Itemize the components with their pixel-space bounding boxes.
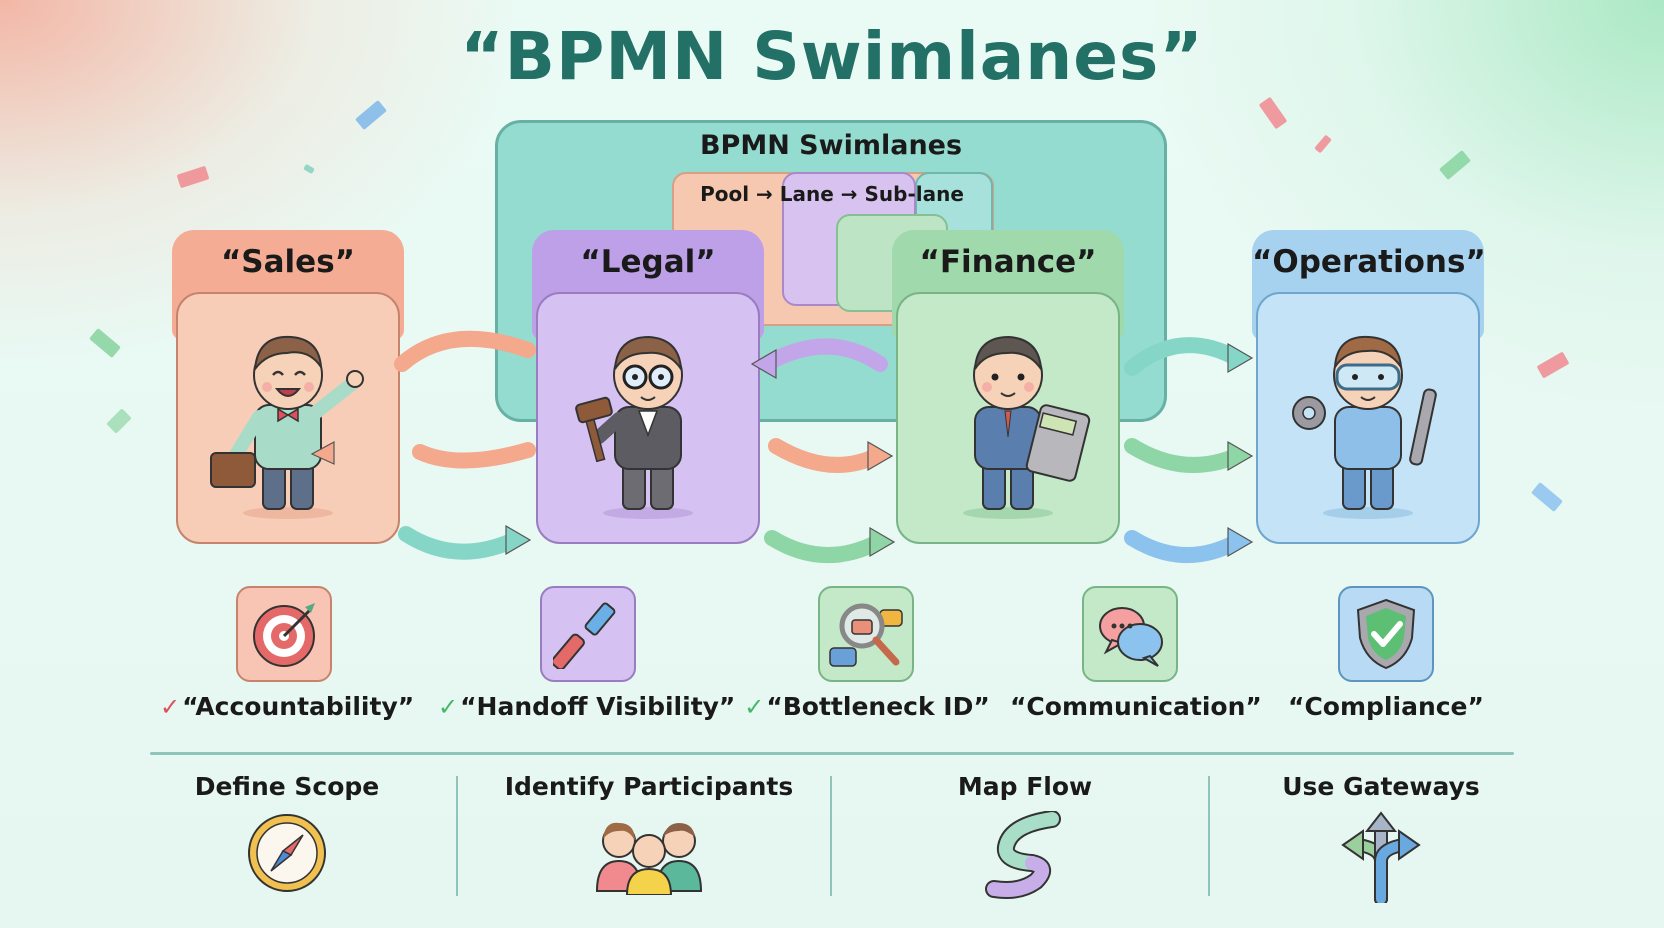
step-title: Define Scope [194,772,380,801]
confetti-decoration [176,165,210,189]
confetti-decoration [1531,481,1563,513]
step-title: Use Gateways [1282,772,1480,801]
step-define-scope: Define Scope [122,772,452,895]
confetti-decoration [89,327,121,359]
lane-body [896,292,1120,544]
confetti-decoration [1536,351,1570,379]
page-title: “BPMN Swimlanes” [460,18,1204,95]
lane-body [176,292,400,544]
accountant-figure-icon [963,335,1091,519]
lane-operations[interactable]: “Operations” [1252,230,1486,544]
magnifier-traffic-icon [818,586,914,682]
lane-label: “Sales” [220,244,356,280]
compass-icon [248,814,326,892]
benefit-label-bottleneck: ✓“Bottleneck ID” [744,692,990,721]
lane-body [1256,292,1480,544]
confetti-decoration [1258,96,1288,130]
confetti-decoration [106,408,132,434]
ribbon-flow-icon [985,811,1061,899]
section-divider [150,752,1514,755]
check-icon: ✓ [438,693,459,721]
step-divider [830,776,832,896]
confetti-decoration [355,99,387,131]
step-use-gateways: Use Gateways [1216,772,1546,903]
baton-handoff-icon [540,586,636,682]
shield-check-icon [1338,586,1434,682]
benefit-label-communication: “Communication” [1010,692,1262,721]
salesperson-figure-icon [210,335,364,519]
step-divider [456,776,458,896]
check-icon: ✓ [744,693,765,721]
step-title: Identify Participants [504,772,794,801]
lawyer-figure-icon [575,335,693,519]
check-icon: ✓ [160,693,181,721]
pool-title: BPMN Swimlanes [699,130,963,161]
step-map-flow: Map Flow [860,772,1190,901]
benefit-label-accountability: ✓“Accountability” [160,692,415,721]
step-identify-participants: Identify Participants [484,772,814,895]
benefit-compliance [1338,586,1434,682]
pool-hierarchy-label: Pool → Lane → Sub-lane [700,182,964,206]
step-divider [1208,776,1210,896]
chat-bubbles-icon [1082,586,1178,682]
lane-sales[interactable]: “Sales” [172,230,404,544]
benefit-communication [1082,586,1178,682]
benefit-bottleneck-id [818,586,914,682]
confetti-decoration [1314,134,1332,154]
lane-legal[interactable]: “Legal” [532,230,764,544]
target-icon [236,586,332,682]
step-title: Map Flow [957,772,1093,801]
lane-body [536,292,760,544]
confetti-decoration [1439,149,1471,181]
people-group-icon [595,822,703,895]
lane-label: “Operations” [1252,244,1486,280]
benefit-label-handoff: ✓“Handoff Visibility” [438,692,736,721]
benefit-label-compliance: “Compliance” [1288,692,1484,721]
lane-label: “Finance” [919,244,1097,280]
benefit-handoff-visibility [540,586,636,682]
confetti-decoration [303,163,315,175]
lane-header: “Legal” [532,230,764,340]
engineer-figure-icon [1292,335,1437,519]
lane-finance[interactable]: “Finance” [892,230,1124,544]
lane-label: “Legal” [580,244,716,280]
split-arrows-icon [1341,811,1421,903]
benefit-accountability [236,586,332,682]
